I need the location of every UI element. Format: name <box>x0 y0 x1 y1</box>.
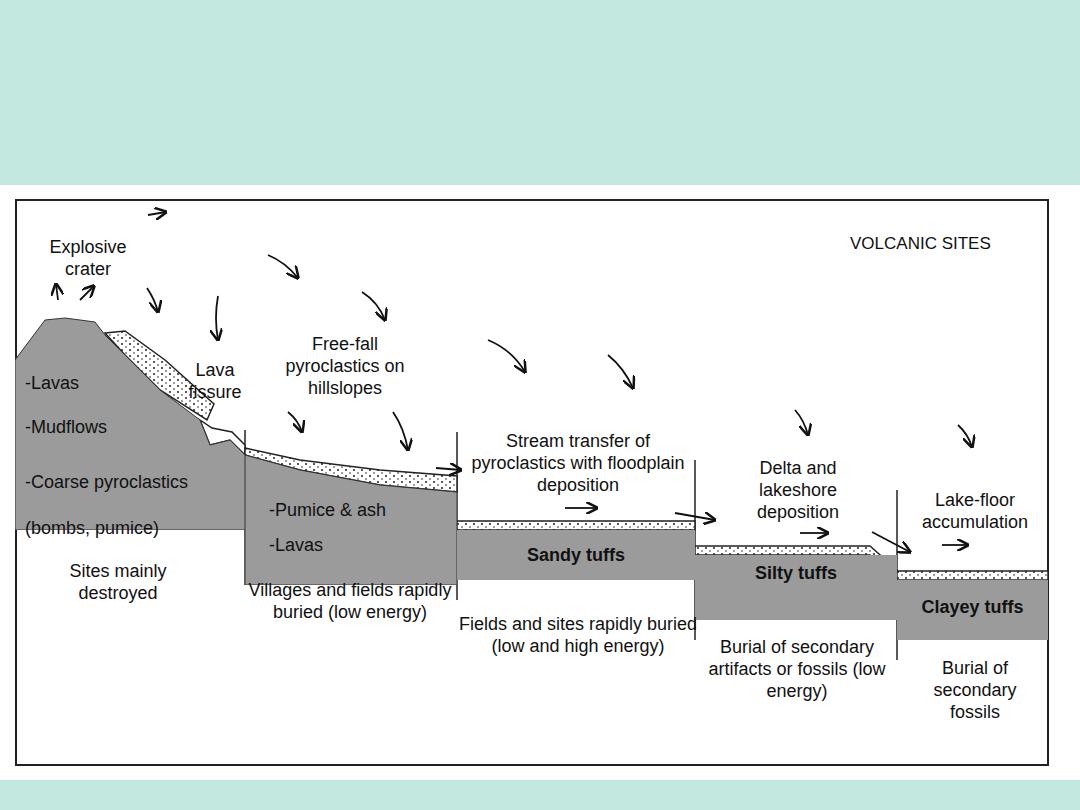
layer-name: -Pumice & ash <box>269 499 449 521</box>
rock-band: Silty tuffs <box>695 555 897 620</box>
zone-label: Fields and sites rapidly buried (low and… <box>453 613 703 657</box>
layer-name: Clayey tuffs <box>921 596 1023 618</box>
layer-name: Silty tuffs <box>755 562 837 584</box>
layer-name: -Lavas <box>269 534 449 556</box>
rock-band: -Pumice & ash -Lavas <box>245 450 457 585</box>
zone-label: Villages and fields rapidly buried (low … <box>248 579 453 623</box>
layer-name: -Coarse pyroclastics (bombs, pumice) <box>25 459 230 551</box>
zone-label: Free-fall pyroclastics on hillslopes <box>270 333 420 399</box>
layer-name: Sandy tuffs <box>527 544 625 566</box>
diagram-heading: VOLCANIC SITES <box>850 233 1040 255</box>
zone-label: Stream transfer of pyroclastics with flo… <box>462 430 694 496</box>
zone-label: Sites mainly destroyed <box>43 560 193 604</box>
rock-band: Sandy tuffs <box>457 530 695 580</box>
zone-label: Lake-floor accumulation <box>905 489 1045 533</box>
rock-band: Clayey tuffs <box>897 580 1048 640</box>
layer-name: -Mudflows <box>25 416 225 438</box>
zone-label: Burial of secondary artifacts or fossils… <box>692 636 902 702</box>
zone-label: Delta and lakeshore deposition <box>718 457 878 523</box>
zone-label: Lava fissure <box>170 359 260 403</box>
zone-label: Explosive crater <box>33 236 143 280</box>
zone-label: Burial of secondary fossils <box>916 657 1034 723</box>
rock-band: -Lavas-Mudflows-Coarse pyroclastics (bom… <box>15 315 245 530</box>
